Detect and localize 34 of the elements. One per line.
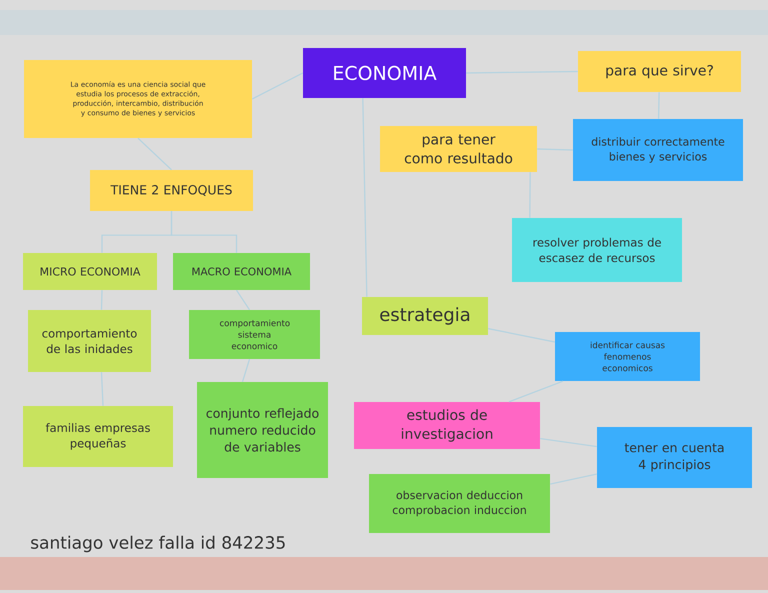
concept-box: observacion deduccion comprobacion induccion bbox=[369, 474, 550, 533]
concept-box: TIENE 2 ENFOQUES bbox=[90, 170, 253, 211]
concept-box: distribuir correctamente bienes y servicios bbox=[573, 118, 743, 181]
connector-line bbox=[242, 359, 250, 382]
concept-box: para tener como resultado bbox=[380, 126, 537, 172]
connector-line bbox=[466, 70, 578, 74]
concept-box: resolver problemas de escasez de recursos bbox=[512, 218, 682, 282]
connector-line bbox=[508, 380, 564, 402]
concept-box: ECONOMIA bbox=[303, 48, 466, 98]
connector-line bbox=[658, 92, 660, 119]
author-text: santiago velez falla id 842235 bbox=[31, 536, 285, 552]
concept-box: estrategia bbox=[362, 296, 488, 335]
concept-box: comportamiento sistema economico bbox=[189, 310, 320, 359]
concept-box: estudios de investigacion bbox=[354, 402, 540, 449]
connector-line bbox=[488, 328, 555, 343]
concept-box: para que sirve? bbox=[578, 50, 741, 92]
connector-line bbox=[138, 138, 172, 170]
connector-line bbox=[540, 438, 597, 448]
connector-line bbox=[170, 211, 238, 253]
concept-box: conjunto reflejado numero reducido de variables bbox=[197, 382, 328, 478]
connector-line bbox=[550, 473, 597, 485]
concept-box: identificar causas fenomenos economicos bbox=[555, 332, 700, 381]
connector-line bbox=[252, 72, 304, 100]
connector-line bbox=[362, 98, 368, 297]
concept-box: comportamiento de las inidades bbox=[28, 310, 151, 372]
connector-line bbox=[100, 372, 104, 406]
concept-box: MACRO ECONOMIA bbox=[173, 252, 310, 290]
concept-box: tener en cuenta 4 principios bbox=[597, 426, 752, 488]
concept-box: MICRO ECONOMIA bbox=[23, 252, 157, 290]
connector-line bbox=[100, 290, 103, 310]
connector-line bbox=[529, 172, 531, 218]
concept-box: familias empresas pequeñas bbox=[23, 406, 173, 467]
connector-line bbox=[537, 148, 573, 151]
connector-line bbox=[236, 290, 250, 310]
